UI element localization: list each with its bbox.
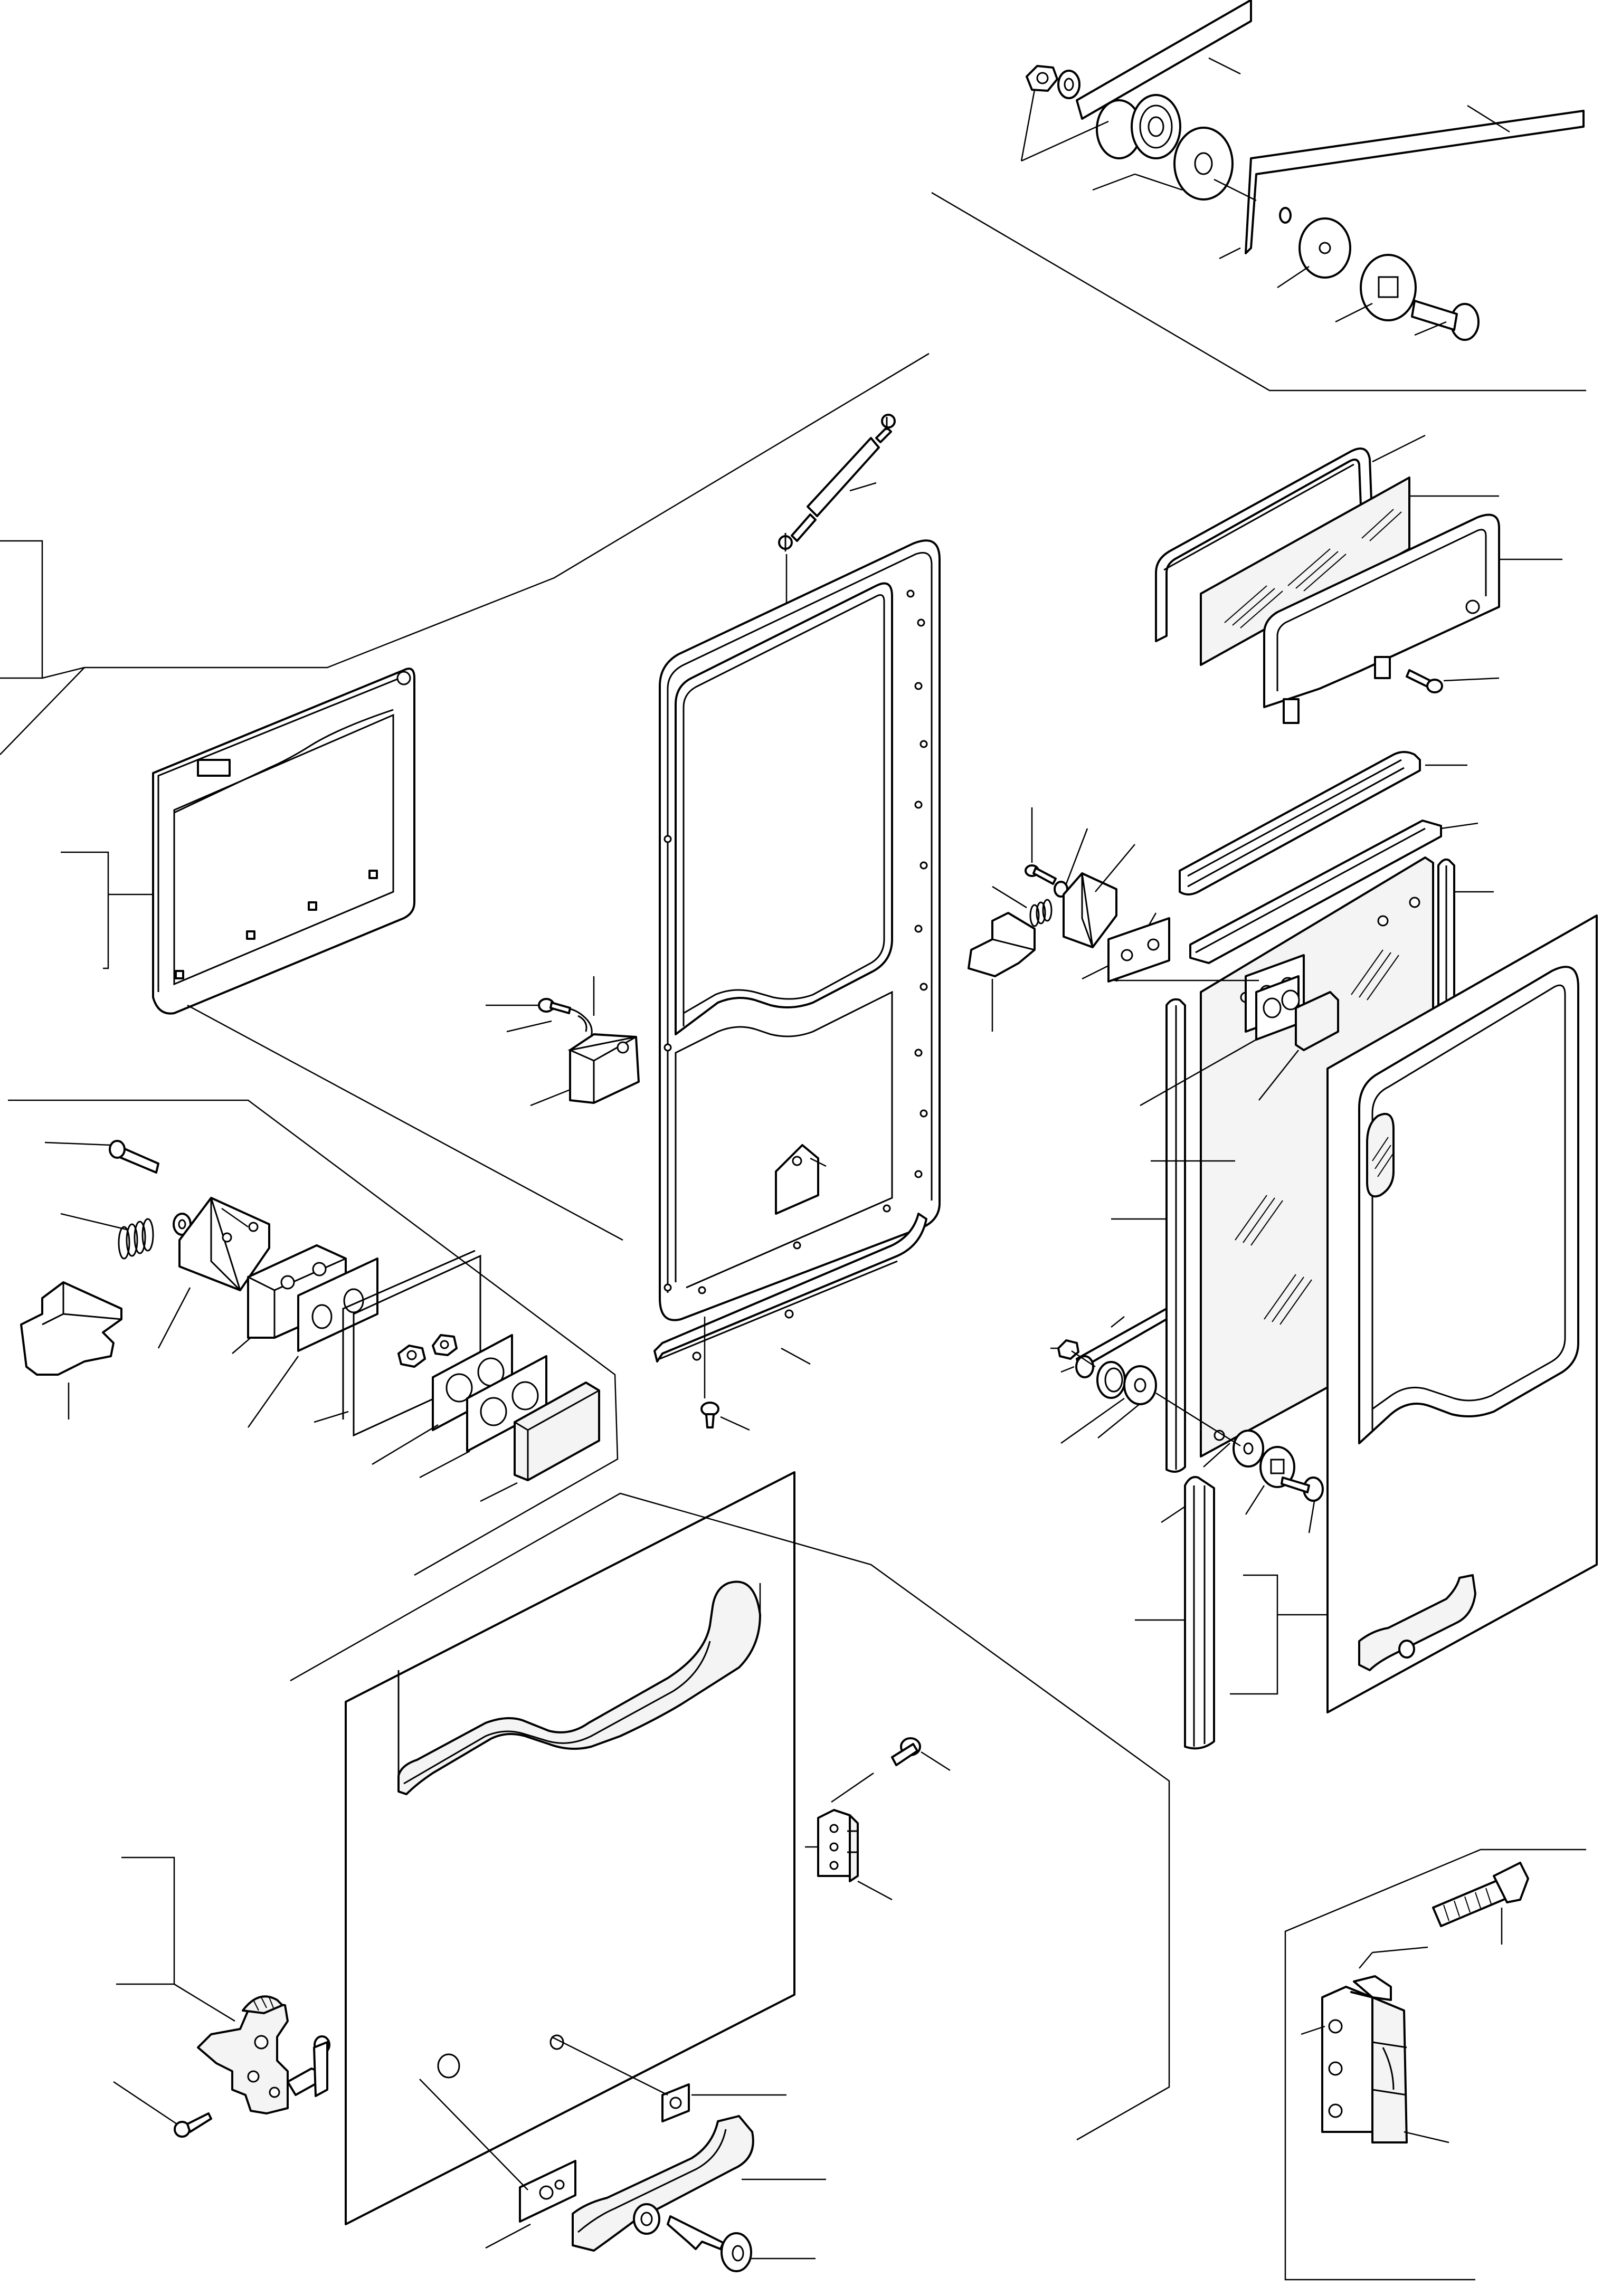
top-glazing-channel bbox=[1189, 820, 1442, 964]
hinge-detail-leaders bbox=[1301, 1908, 1503, 2143]
upper-latch-leaders bbox=[991, 807, 1135, 1032]
latch-block bbox=[567, 1033, 640, 1104]
gas-strut bbox=[778, 414, 896, 551]
leaders-left-panel bbox=[0, 353, 930, 1241]
leaders-pivot bbox=[931, 57, 1586, 392]
lower-vertical-seal bbox=[1135, 1476, 1215, 1750]
pin-top bbox=[1279, 207, 1292, 224]
hinge-leaders bbox=[805, 1751, 951, 1901]
leaders-sill bbox=[720, 1157, 827, 1431]
nut-top bbox=[1026, 65, 1058, 92]
latch-block-group bbox=[486, 976, 640, 1107]
carriage-bolt-top bbox=[1411, 300, 1480, 341]
door-frame-holes bbox=[663, 589, 928, 1294]
leaders-upper-window bbox=[1372, 434, 1562, 682]
hinge-detail-group bbox=[1284, 1849, 1586, 2281]
handle-key bbox=[667, 2215, 752, 2272]
handle-escutcheon-small bbox=[661, 2083, 690, 2122]
upper-window-group bbox=[1155, 434, 1562, 724]
upper-window-glass bbox=[1200, 477, 1410, 666]
upper-latch-housing bbox=[1063, 872, 1117, 948]
washer-top-large bbox=[1173, 127, 1234, 201]
hinge-detail-bolt bbox=[1432, 1862, 1529, 1927]
door-handle-group bbox=[419, 2036, 826, 2272]
upper-window-outer-frame bbox=[1263, 513, 1500, 724]
door-hinge bbox=[817, 1809, 859, 1882]
upper-latch-spring bbox=[1029, 899, 1053, 927]
rotary-latch-screw bbox=[174, 2112, 212, 2138]
outer-door-skin-group bbox=[1230, 914, 1598, 1713]
top-seal-strip bbox=[1179, 751, 1421, 895]
spacer-square-top bbox=[1360, 254, 1417, 321]
washer-mount bbox=[1298, 217, 1351, 279]
door-frame-group bbox=[659, 539, 941, 1321]
upper-latch-group bbox=[968, 807, 1170, 1032]
lock-bolt-housing bbox=[178, 1197, 270, 1291]
lock-spring bbox=[118, 1218, 154, 1260]
left-vertical-seal bbox=[1165, 998, 1186, 1473]
handle-leaders bbox=[419, 2036, 826, 2260]
outer-door-handle bbox=[1358, 1574, 1476, 1671]
upper-window-screw bbox=[1406, 669, 1443, 693]
sill-screw bbox=[700, 1317, 719, 1428]
hinge-detail-body bbox=[1321, 1975, 1408, 2143]
door-frame-bracket bbox=[775, 1144, 819, 1215]
door-hinge-group bbox=[805, 1737, 951, 1901]
glazing-clamp-plates bbox=[1245, 954, 1339, 1051]
latch-screw bbox=[538, 998, 571, 1014]
leaders-latch bbox=[486, 976, 595, 1107]
handle-escutcheon-large bbox=[519, 2160, 576, 2223]
lock-assembly-group bbox=[8, 1099, 619, 1576]
upper-latch-spacer bbox=[1107, 917, 1170, 983]
pivot-mount-plate bbox=[1245, 110, 1585, 254]
door-handle bbox=[572, 2115, 754, 2252]
rubber-bushing-top bbox=[1096, 94, 1181, 159]
hinge-screw bbox=[891, 1737, 921, 1766]
lock-bolt bbox=[109, 1140, 159, 1174]
lock-cap bbox=[514, 1382, 600, 1481]
latch-spring-clip bbox=[548, 1007, 593, 1037]
pivot-detail-group bbox=[931, 0, 1586, 392]
lock-plunger bbox=[20, 1281, 122, 1376]
rotary-latch-body bbox=[197, 1995, 330, 2114]
left-frame-panel-group bbox=[0, 353, 930, 1241]
upper-latch-bolt bbox=[968, 912, 1036, 977]
washer-top-small bbox=[1057, 70, 1080, 99]
upper-latch-screw bbox=[1025, 864, 1057, 885]
glazing-lower-leaders bbox=[1050, 764, 1494, 1533]
leaders-lock bbox=[44, 1141, 518, 1502]
glazing-rod-end bbox=[1057, 1308, 1324, 1502]
door-panel-section bbox=[342, 1250, 481, 1437]
main-door-panel-group bbox=[290, 1471, 1170, 2225]
pivot-bracket-strip bbox=[1076, 0, 1252, 120]
door-sill-group bbox=[653, 1157, 927, 1431]
rotary-latch-group bbox=[113, 1856, 330, 2138]
